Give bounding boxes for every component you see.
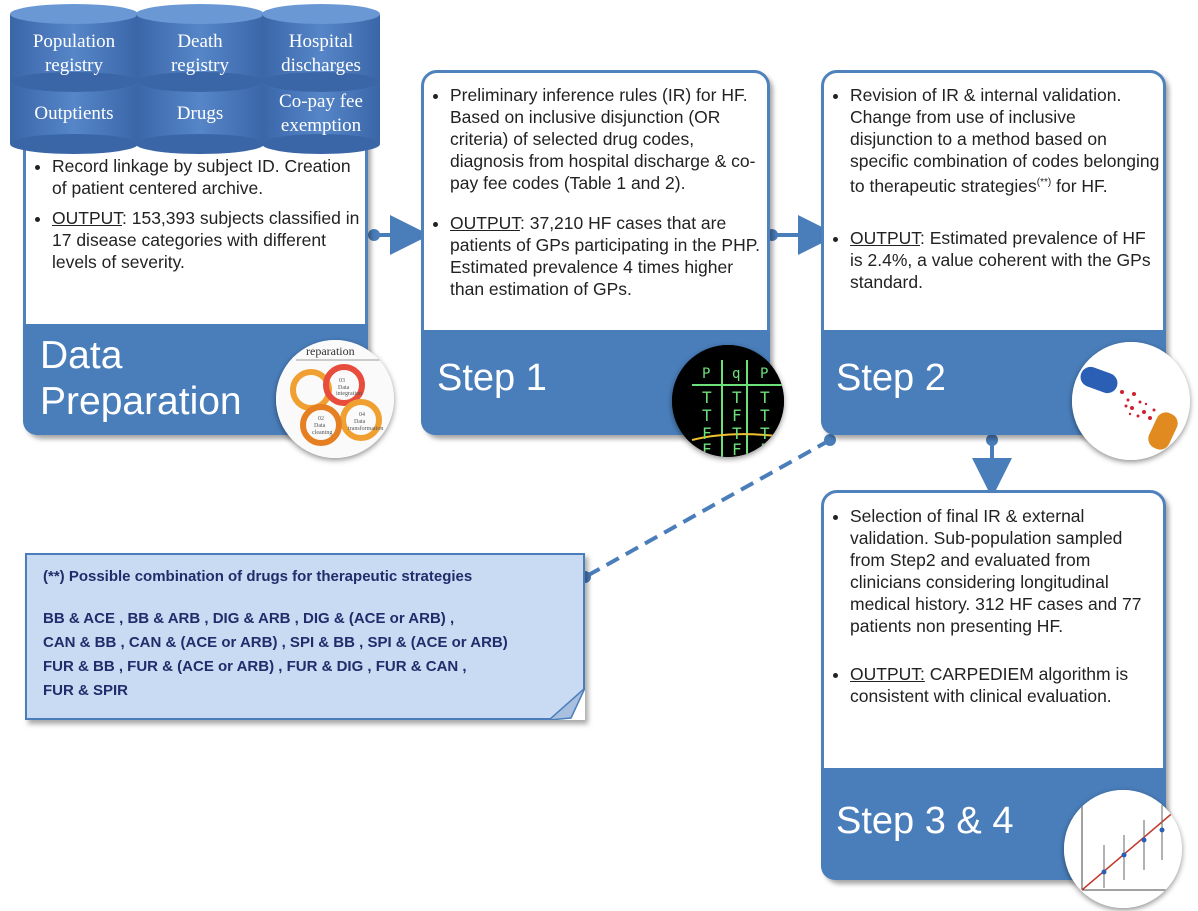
truth-table-cell: T — [702, 388, 712, 407]
step2-title: Step 2 — [836, 357, 946, 399]
svg-text:04: 04 — [359, 412, 365, 418]
cylinder-hospital — [262, 4, 380, 92]
step1-text: Preliminary inference rules (IR) for HF.… — [428, 84, 764, 308]
step34-bullet-2: OUTPUT: CARPEDIEM algorithm is consisten… — [850, 663, 1161, 707]
truth-table-cell: T — [760, 406, 770, 425]
step2-bullet-1: Revision of IR & internal validation. Ch… — [850, 84, 1161, 197]
data-preparation-title: Data Preparation — [40, 334, 242, 423]
truth-table-cell: T — [732, 424, 742, 443]
arrow-prep-to-step1 — [368, 215, 430, 255]
step1-bullet-1: Preliminary inference rules (IR) for HF.… — [450, 84, 764, 194]
database-cylinder-shapes — [10, 4, 380, 154]
truth-table-cell: F — [702, 440, 712, 457]
note-text: (**) Possible combination of drugs for t… — [43, 565, 508, 703]
step2-text: Revision of IR & internal validation. Ch… — [828, 84, 1161, 301]
db-drugs: Drugs — [176, 103, 224, 124]
note-line-3: FUR & BB , FUR & (ACE or ARB) , FUR & DI… — [43, 658, 467, 675]
step34-thumbnail — [1064, 790, 1182, 908]
note-line-4: FUR & SPIR — [43, 682, 129, 699]
data-process-cycle-icon: reparation 03 Data integration 02 Data c… — [276, 340, 394, 458]
output-label: OUTPUT — [450, 213, 520, 233]
truth-table-cell: T — [702, 406, 712, 425]
step2-bullet-2: OUTPUT: Estimated prevalence of HF is 2.… — [850, 227, 1161, 293]
step34-title: Step 3 & 4 — [836, 800, 1014, 842]
svg-text:Data: Data — [338, 385, 350, 391]
svg-text:02: 02 — [318, 416, 324, 422]
therapeutic-strategies-note: (**) Possible combination of drugs for t… — [25, 553, 585, 720]
truth-table-cell: T — [732, 388, 742, 407]
truth-table-cell: q — [732, 366, 740, 382]
data-preparation-bullet-2: OUTPUT: 153,393 subjects classified in 1… — [52, 207, 365, 273]
truth-table-cell: T — [760, 424, 770, 443]
note-line-2: CAN & BB , CAN & (ACE or ARB) , SPI & BB… — [43, 634, 508, 651]
db-outpatients: Outptients — [34, 103, 114, 124]
note-line-1: BB & ACE , BB & ARB , DIG & ARB , DIG & … — [43, 610, 455, 627]
svg-text:Data: Data — [354, 419, 366, 425]
step1-bullet-2: OUTPUT: 37,210 HF cases that are patient… — [450, 212, 764, 300]
data-preparation-thumbnail: reparation 03 Data integration 02 Data c… — [276, 340, 394, 458]
svg-text:transformation: transformation — [348, 425, 383, 432]
step1-title: Step 1 — [437, 357, 547, 399]
note-heading: (**) Possible combination of drugs for t… — [43, 568, 473, 585]
truth-table-cell: T — [760, 388, 770, 407]
step34-bullet-1: Selection of final IR & external validat… — [850, 505, 1161, 637]
output-label: OUTPUT — [850, 227, 920, 248]
output-label: OUTPUT: — [850, 664, 925, 684]
prep-thumb-header: reparation — [306, 344, 355, 358]
truth-table-cell: F — [732, 406, 742, 425]
truth-table-cell: F — [732, 440, 742, 457]
truth-table-cell: F — [702, 424, 712, 443]
step2-thumbnail — [1072, 342, 1190, 460]
cylinder-population — [10, 4, 138, 92]
svg-text:integration: integration — [336, 391, 362, 397]
step34-text: Selection of final IR & external validat… — [828, 505, 1161, 715]
data-preparation-bullet-1: Record linkage by subject ID. Creation o… — [52, 155, 365, 199]
arrow-step2-to-step34 — [972, 434, 1012, 498]
svg-text:Data: Data — [314, 423, 326, 429]
note-folded-corner — [549, 688, 585, 720]
svg-text:cleaning: cleaning — [312, 430, 332, 436]
dashed-link-step2-to-note — [579, 434, 836, 583]
arrow-step1-to-step2 — [766, 215, 838, 255]
cylinder-death — [136, 4, 264, 92]
output-label: OUTPUT — [52, 208, 122, 228]
svg-text:03: 03 — [339, 378, 345, 384]
truth-table-cell: P — [702, 366, 710, 382]
footnote-marker: (**) — [1036, 177, 1052, 188]
pill-capsule-icon — [1072, 342, 1190, 460]
validation-plot-icon — [1064, 790, 1182, 908]
data-preparation-text: Record linkage by subject ID. Creation o… — [30, 155, 365, 281]
